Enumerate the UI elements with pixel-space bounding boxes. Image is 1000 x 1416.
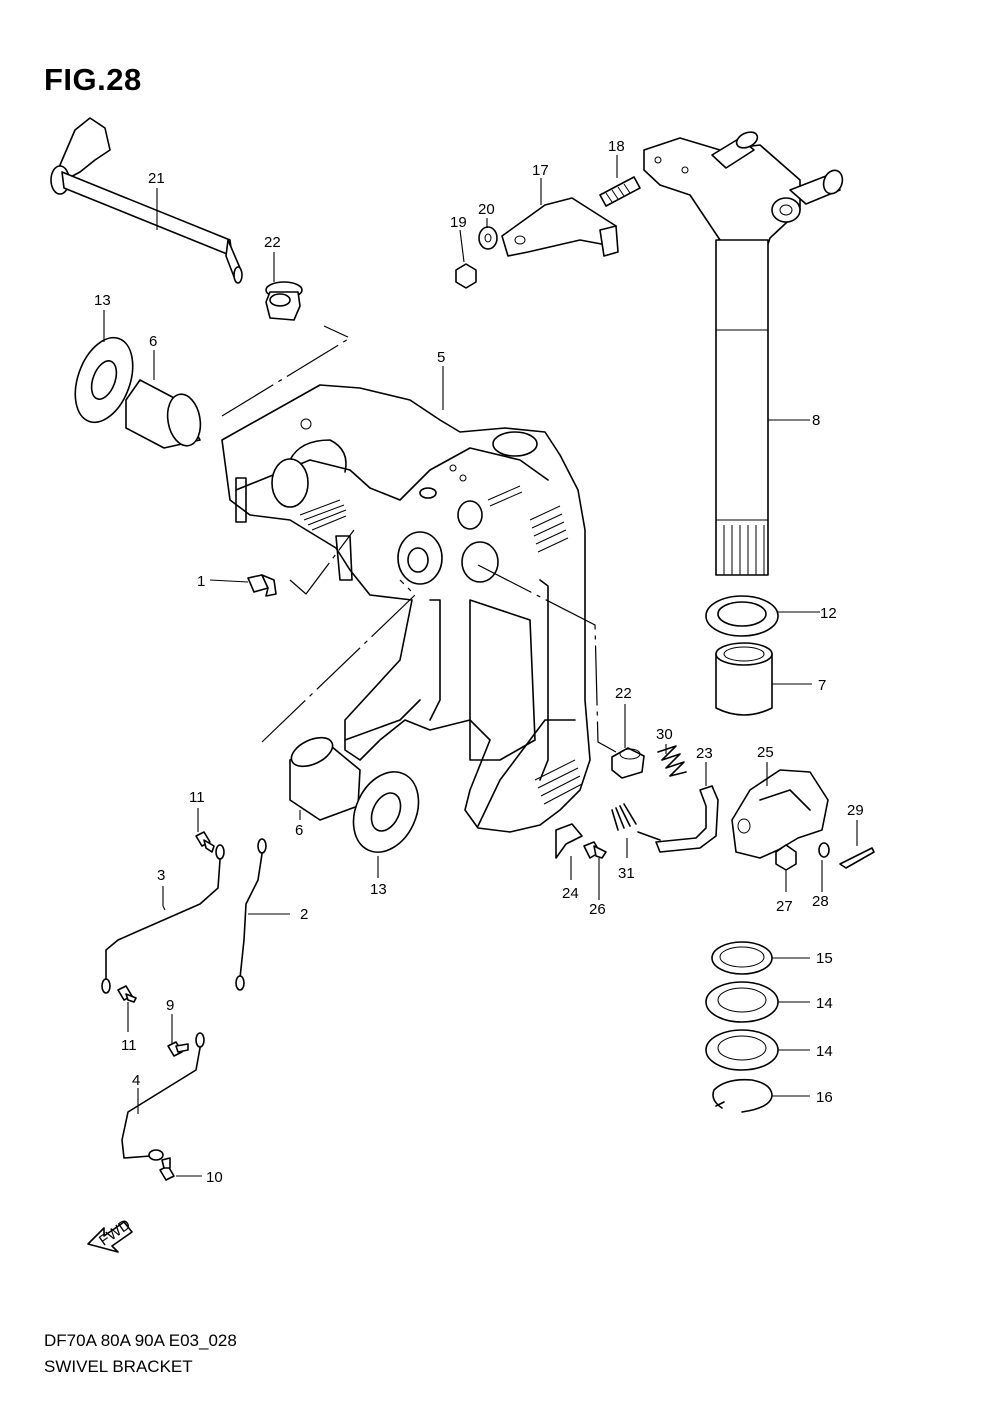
part-20-washer xyxy=(478,226,498,250)
callout-17: 17 xyxy=(532,162,549,179)
part-31-spring xyxy=(611,803,661,841)
part-10-bolt xyxy=(159,1157,175,1181)
part-5-swivel-bracket xyxy=(221,384,591,833)
part-16-circlip xyxy=(712,1078,773,1113)
part-14-washer-b xyxy=(705,1029,779,1071)
part-3-ground-wire xyxy=(101,844,225,994)
callout-31: 31 xyxy=(618,865,635,882)
part-2-ground-wire xyxy=(235,838,267,991)
callout-28: 28 xyxy=(812,893,829,910)
part-27-nut xyxy=(775,844,797,871)
callout-27: 27 xyxy=(776,898,793,915)
fwd-arrow-icon: FWD xyxy=(87,1216,134,1253)
callout-16: 16 xyxy=(816,1089,833,1106)
callout-25: 25 xyxy=(757,744,774,761)
figure-footer: DF70A 80A 90A E03_028 SWIVEL BRACKET xyxy=(44,1328,237,1380)
part-12-washer xyxy=(705,595,779,637)
callout-1: 1 xyxy=(197,573,205,590)
leader-lines xyxy=(103,155,858,1177)
callout-3: 3 xyxy=(157,867,165,884)
callout-13-bottom: 13 xyxy=(370,881,387,898)
callout-14-b: 14 xyxy=(816,1043,833,1060)
part-22-bushing-bottom xyxy=(611,747,645,779)
part-11-bolt-a xyxy=(195,831,215,853)
callout-19: 19 xyxy=(450,214,467,231)
callout-10: 10 xyxy=(206,1169,223,1186)
part-9-bolt xyxy=(167,1041,189,1057)
part-29-cotter-pin xyxy=(839,847,875,869)
part-13-washer-top xyxy=(74,336,134,424)
callout-29: 29 xyxy=(847,802,864,819)
part-8-steering-shaft xyxy=(643,131,844,576)
part-15-washer xyxy=(711,941,773,975)
part-18-bolt xyxy=(599,176,641,207)
callout-5: 5 xyxy=(437,349,445,366)
callout-14-a: 14 xyxy=(816,995,833,1012)
part-1-grease-nipple xyxy=(247,574,277,597)
part-19-nut xyxy=(455,263,477,289)
callout-18: 18 xyxy=(608,138,625,155)
part-25-cam xyxy=(731,769,829,859)
callout-21: 21 xyxy=(148,170,165,187)
figure-title: FIG.28 xyxy=(44,62,142,97)
model-code: DF70A 80A 90A E03_028 xyxy=(44,1331,237,1350)
callout-20: 20 xyxy=(478,201,495,218)
callout-labels: 1 2 3 4 5 6 6 7 8 9 10 11 11 12 13 13 14… xyxy=(94,138,864,1186)
part-23-lever xyxy=(655,785,719,853)
callout-26: 26 xyxy=(589,901,606,918)
part-6-bush-top xyxy=(125,379,202,449)
part-17-plate xyxy=(501,197,619,257)
part-6-bush-bottom xyxy=(289,736,361,821)
callout-6-top: 6 xyxy=(149,333,157,350)
part-30-spring xyxy=(657,745,687,777)
part-21-tilt-shaft xyxy=(50,117,243,284)
part-24-clip xyxy=(555,823,583,859)
part-4-ground-wire xyxy=(121,1032,205,1161)
part-11-bolt-b xyxy=(117,985,137,1003)
part-26-screw xyxy=(583,841,607,859)
assembly-lines xyxy=(221,325,617,753)
callout-11-top: 11 xyxy=(189,789,205,806)
callout-15: 15 xyxy=(816,950,833,967)
callout-11-bottom: 11 xyxy=(121,1037,137,1054)
callout-24: 24 xyxy=(562,885,579,902)
part-13-washer-bottom xyxy=(352,771,420,853)
callout-2: 2 xyxy=(300,906,308,923)
callout-12: 12 xyxy=(820,605,837,622)
callout-22-bottom: 22 xyxy=(615,685,632,702)
part-14-washer-a xyxy=(705,981,779,1023)
callout-23: 23 xyxy=(696,745,713,762)
callout-4: 4 xyxy=(132,1072,140,1089)
callout-8: 8 xyxy=(812,412,820,429)
part-7-bush xyxy=(715,642,773,716)
part-28-washer xyxy=(818,842,830,858)
callout-7: 7 xyxy=(818,677,826,694)
callout-13-top: 13 xyxy=(94,292,111,309)
callout-30: 30 xyxy=(656,726,673,743)
callout-9: 9 xyxy=(166,997,174,1014)
callout-22-top: 22 xyxy=(264,234,281,251)
part-22-bushing-top xyxy=(265,281,303,321)
callout-6-bottom: 6 xyxy=(295,822,303,839)
figure-caption: SWIVEL BRACKET xyxy=(44,1357,193,1376)
